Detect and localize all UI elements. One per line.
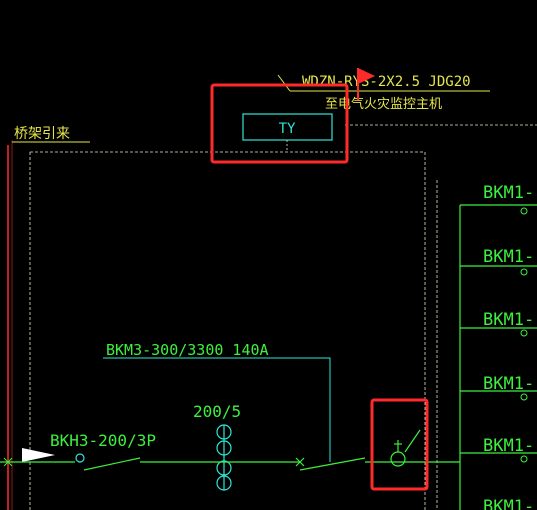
ty-box[interactable] [242,113,333,141]
branch-group: BKM1- BKM1- BKM1- BKM1- BKM1- BKM1- [460,183,537,510]
branch-label: BKM1- [483,183,534,203]
highlighted-device-symbol [390,429,421,467]
highlight-box-ty [210,83,349,164]
rating-label: 200/5 [193,402,241,421]
main-bus-line [0,453,460,471]
highlight-box-device [370,398,429,491]
left-x-mark [3,457,13,467]
branch-label: BKM1- [483,497,534,510]
tray-label: 桥架引来 [14,126,70,142]
incoming-arrow-icon [22,448,55,462]
dashed-enclosure [29,151,426,510]
branch-label: BKM1- [483,374,534,394]
flag-icon [357,68,375,100]
ty-box-label: TY [279,121,296,137]
bkm3-label: BKM3-300/3300 140A [106,341,269,359]
branch-label: BKM1- [483,310,534,330]
bkh3-label: BKH3-200/3P [50,431,156,450]
branch-label: BKM1- [483,247,534,267]
current-transformer-symbol [216,424,232,491]
top-cable-label: WDZN-RYS-2X2.5 JDG20 [302,74,471,90]
bkm3-leader [103,357,331,462]
top-dest-label: 至电气火灾监控主机 [325,96,442,112]
top-cable-leader [277,74,291,92]
branch-label: BKM1- [483,436,534,456]
